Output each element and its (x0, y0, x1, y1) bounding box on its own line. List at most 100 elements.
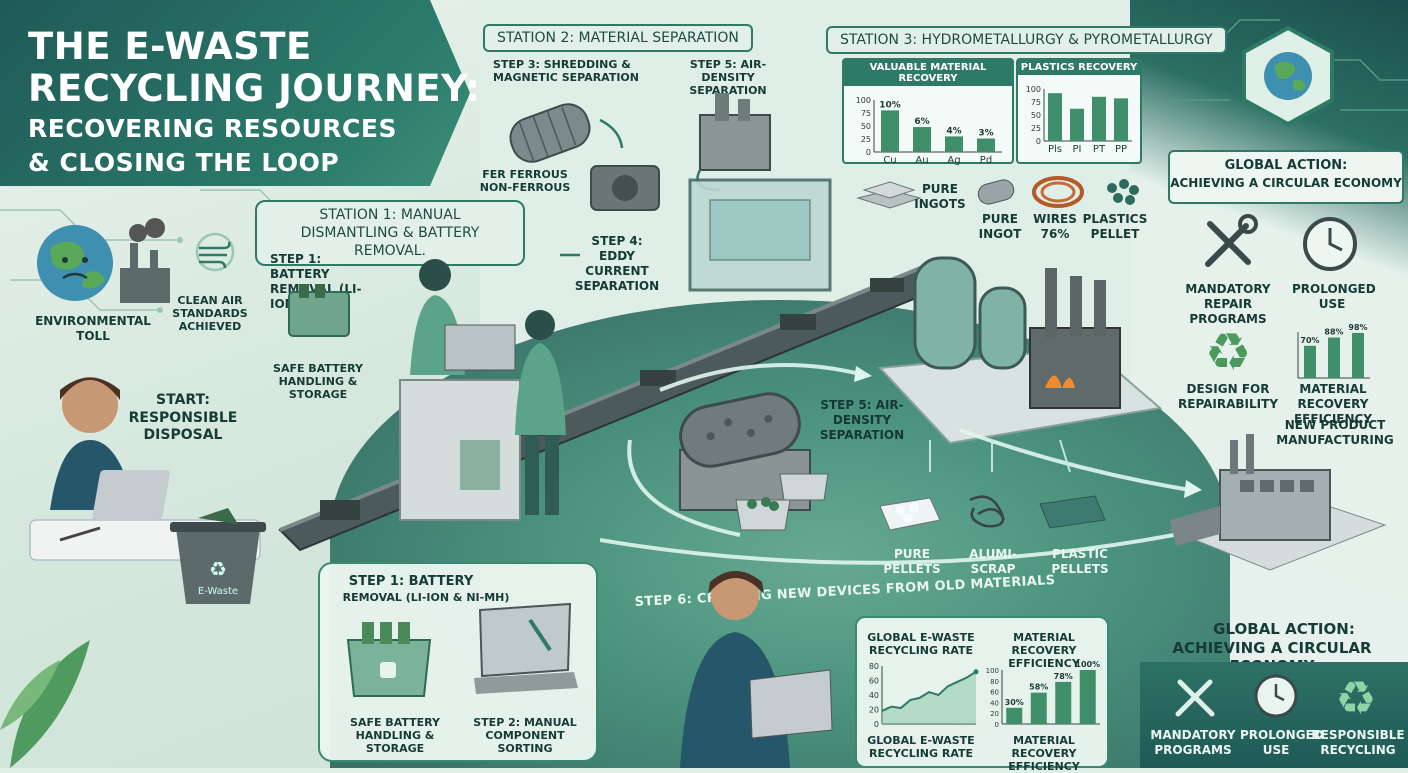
rate-chart-caption: GLOBAL E-WASTE RECYCLING RATE (867, 734, 975, 760)
y-tick-label: 100 (986, 667, 999, 675)
station-1-banner: STATION 1: MANUAL DISMANTLING & BATTERY … (255, 200, 525, 266)
y-tick-label: 40 (990, 699, 999, 707)
y-tick-label: 80 (869, 662, 879, 671)
bottom-recycle-icon: ♻ (1335, 671, 1376, 722)
bar-data-label: 3% (978, 128, 993, 138)
inset-step-1-label: STEP 1: BATTERY (348, 574, 474, 589)
global-design-label: DESIGN FOR REPAIRABILITY (1178, 382, 1279, 411)
y-tick-label: 80 (990, 678, 999, 686)
y-tick-label: 0 (874, 720, 879, 729)
down-arrows (929, 440, 1071, 473)
global-top-subtitle: ACHIEVING A CIRCULAR ECONOMY (1170, 176, 1402, 190)
valuable-chart-title: VALUABLE MATERIAL RECOVERY (844, 60, 1012, 86)
inset-step-2-label: STEP 2: MANUAL COMPONENT SORTING (473, 716, 577, 755)
global-recovery-label: MATERIAL RECOVERY EFFICIENCY (1293, 382, 1373, 426)
global-new-product-label: NEW PRODUCT MANUFACTURING (1276, 418, 1394, 447)
station-2-step-5-label: STEP 5: AIR-DENSITY SEPARATION (689, 58, 767, 97)
ferrous-label: FER FERROUS (482, 168, 568, 181)
inset-laptop-illustration (474, 602, 578, 694)
inset-battery-box-icon (346, 622, 432, 697)
bar (1030, 692, 1047, 724)
woman-with-laptop-illustration (680, 571, 833, 768)
output-materials-row (856, 176, 1139, 209)
bar (1006, 707, 1023, 724)
y-tick-label: 20 (869, 706, 879, 715)
pure-ingot-label: PURE INGOT (978, 212, 1022, 241)
y-tick-label: 100 (856, 96, 871, 105)
rotary-drum-separator (679, 392, 811, 511)
inset-safe-label: SAFE BATTERY HANDLING & STORAGE (350, 716, 440, 755)
bar (1070, 108, 1084, 141)
bar-data-label: 70% (1300, 336, 1319, 345)
wires-label: WIRES 76% (1033, 212, 1077, 241)
bar (1352, 332, 1364, 378)
mini-efficiency-chart: 70%88%98% (1297, 323, 1370, 379)
page-title: THE E-WASTE RECYCLING JOURNEY: RECOVERIN… (28, 26, 480, 178)
bottom-prolonged-label: PROLONGED USE (1240, 728, 1324, 757)
title-line-1: THE E-WASTE (28, 25, 312, 68)
clean-air-label: CLEAN AIR STANDARDS ACHIEVED (172, 294, 248, 333)
bar-data-label: 58% (1029, 683, 1048, 692)
title-line-4: & CLOSING THE LOOP (28, 148, 340, 177)
y-tick-label: 50 (861, 122, 871, 131)
inset-step-1-sub: REMOVAL (Li-ion & Ni-MH) (342, 591, 510, 604)
bar (913, 127, 931, 152)
bar (1048, 93, 1062, 141)
ewaste-bin: ♻ E-Waste (170, 508, 266, 604)
svg-text:♻: ♻ (1205, 323, 1252, 378)
air-density-machine-illustration (699, 93, 771, 171)
x-tick-label: Ag (947, 155, 960, 166)
efficiency-chart-caption: MATERIAL RECOVERY EFFICIENCY (1008, 734, 1080, 773)
plastics-chart-title: PLASTICS RECOVERY (1018, 60, 1140, 75)
x-tick-label: Cu (883, 155, 896, 166)
station-2-step-3-label: STEP 3: SHREDDING & MAGNETIC SEPARATION (493, 58, 639, 84)
y-tick-label: 75 (1031, 98, 1041, 107)
x-tick-label: Au (915, 155, 928, 166)
y-tick-label: 25 (1031, 124, 1041, 133)
y-tick-label: 100 (1026, 85, 1041, 94)
bar-data-label: 100% (1075, 660, 1100, 669)
global-top-banner (1168, 150, 1404, 204)
global-bottom-title: GLOBAL ACTION: (1213, 620, 1355, 638)
title-banner (0, 0, 470, 186)
y-tick-label: 0 (995, 721, 999, 729)
title-line-3: RECOVERING RESOURCES (28, 114, 397, 143)
bar (977, 138, 995, 152)
x-tick-label: PT (1093, 144, 1106, 155)
bar (945, 136, 963, 152)
separation-chamber (688, 178, 832, 292)
clock-icon (1303, 217, 1357, 271)
rate-point (973, 669, 979, 675)
y-tick-label: 0 (1036, 137, 1041, 146)
rate-line (881, 670, 977, 712)
rate-chart-title: GLOBAL E-WASTE RECYCLING RATE (867, 631, 975, 657)
bar (1092, 96, 1106, 141)
global-repair-label: MANDATORY REPAIR PROGRAMS (1185, 282, 1271, 326)
recycle-icon: ♻ (1205, 323, 1252, 378)
x-tick-label: Pls (1048, 144, 1062, 155)
output-bins (879, 495, 1106, 531)
non-ferrous-label: NON-FERROUS (479, 181, 571, 194)
svg-text:♻: ♻ (1335, 671, 1376, 722)
pure-ingots-label: PURE INGOTS (914, 182, 966, 211)
station-2-step-4-label: STEP 4: EDDY CURRENT SEPARATION (574, 234, 660, 293)
bar-data-label: 4% (946, 126, 961, 136)
bar (1304, 345, 1316, 378)
station-2-banner: STATION 2: MATERIAL SEPARATION (483, 24, 753, 52)
global-prolonged-label: PROLONGED USE (1292, 282, 1376, 311)
magnetic-separator-illustration (590, 165, 660, 211)
alumi-scrap-label: ALUMI-SCRAP (969, 547, 1017, 576)
y-tick-label: 50 (1031, 111, 1041, 120)
conveyor-belt (278, 258, 960, 552)
bar-data-label: 88% (1324, 328, 1343, 337)
bar (1055, 681, 1072, 724)
scrap-baskets (735, 473, 829, 531)
environmental-toll-label: ENVIRONMENTAL TOLL (35, 314, 151, 343)
y-tick-label: 40 (869, 691, 879, 700)
start-sub-label: RESPONSIBLE DISPOSAL (128, 410, 238, 443)
battery-box-icon (288, 284, 350, 337)
bar-data-label: 10% (879, 100, 901, 110)
station-3-banner: STATION 3: HYDROMETALLURGY & PYROMETALLU… (826, 26, 1227, 54)
